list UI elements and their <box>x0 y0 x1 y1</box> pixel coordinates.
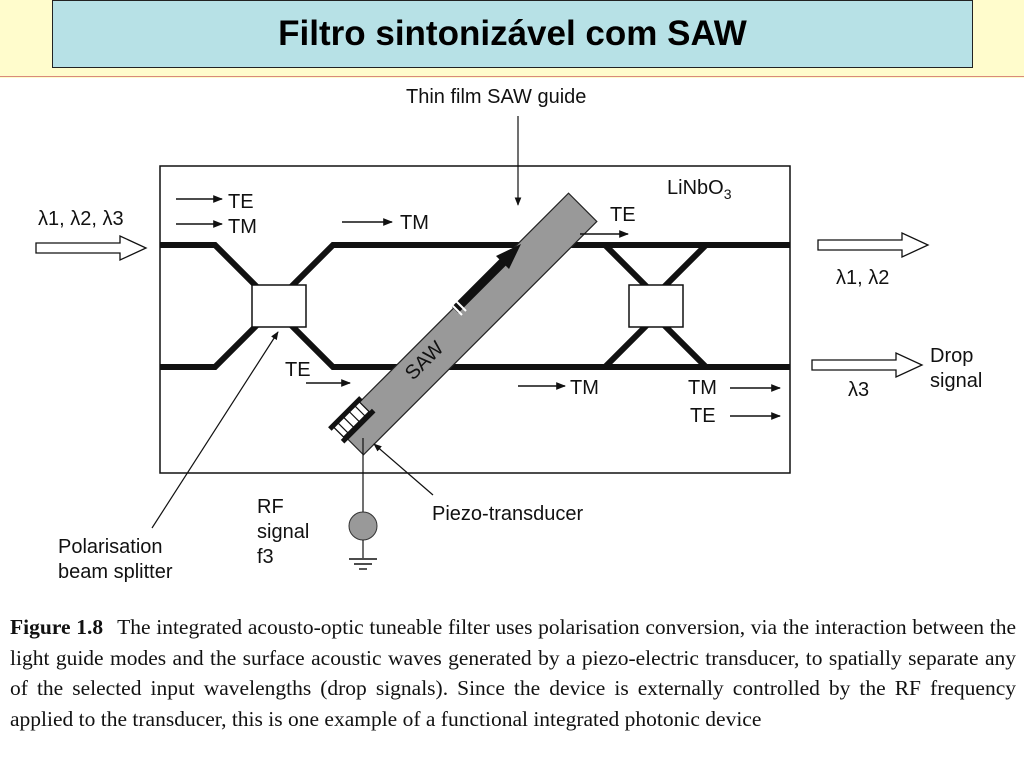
beam-splitter-left <box>251 284 307 328</box>
piezo-leader <box>373 443 434 496</box>
pbs-label-line2: beam splitter <box>58 561 173 583</box>
te-lower-right-label: TE <box>690 405 716 427</box>
piezo-label: Piezo-transducer <box>432 503 584 525</box>
substrate-box <box>159 165 791 474</box>
tm-upper-label: TM <box>400 212 429 234</box>
output-block-arrow <box>817 231 930 259</box>
caption-text: The integrated acousto-optic tuneable fi… <box>10 615 1016 731</box>
te-in-label: TE <box>228 191 254 213</box>
rf-source-icon <box>348 511 378 541</box>
waveguide-lower-out <box>660 321 709 370</box>
rf-label-line1: RF <box>257 496 284 518</box>
saw-arrow-shaft <box>451 253 512 314</box>
tm-in-label: TM <box>228 216 257 238</box>
thin-film-label: Thin film SAW guide <box>406 86 586 108</box>
caption-figure-number: Figure 1.8 <box>10 615 104 639</box>
ground-icon <box>349 558 377 570</box>
input-wavelengths-label: λ1, λ2, λ3 <box>38 208 124 230</box>
slide-title-box: Filtro sintonizável com SAW <box>52 0 973 68</box>
waveguide-upper <box>287 242 790 291</box>
waveguide-upper-cross <box>602 242 651 291</box>
rf-frequency-label: f3 <box>257 546 274 568</box>
tm-lower-mid-label: TM <box>570 377 599 399</box>
saw-guide <box>334 192 598 456</box>
saw-guide-bar <box>334 192 598 456</box>
waveguide-upper-out <box>660 242 709 291</box>
beam-splitter-right <box>628 284 684 328</box>
input-block-arrow <box>35 234 148 262</box>
rf-label-line2: signal <box>257 521 309 543</box>
drop-label-line1: Drop <box>930 345 973 367</box>
pbs-label-line1: Polarisation <box>58 536 163 558</box>
drop-wavelength-label: λ3 <box>848 379 869 401</box>
drop-block-arrow <box>811 351 924 379</box>
te-lower-left-label: TE <box>285 359 311 381</box>
output-wavelengths-label: λ1, λ2 <box>836 267 889 289</box>
drop-label-line2: signal <box>930 370 982 392</box>
piezo-transducer <box>328 396 376 444</box>
waveguide-lower-cross <box>602 321 651 370</box>
waveguide-lower <box>287 321 790 370</box>
slide-title: Filtro sintonizável com SAW <box>278 14 747 53</box>
waveguide-lower-left-in <box>160 321 261 370</box>
waveguide-upper-left-in <box>160 242 261 291</box>
figure-area: SAW <box>0 78 1024 768</box>
aotf-diagram: SAW <box>35 86 982 583</box>
tm-lower-right-label: TM <box>688 377 717 399</box>
substrate-label: LiNbO3 <box>667 177 732 202</box>
te-upper-right-label: TE <box>610 204 636 226</box>
saw-arrow-tail-mark <box>451 304 463 316</box>
saw-arrow-head <box>496 244 521 269</box>
pbs-leader <box>151 331 279 529</box>
title-separator <box>0 76 1024 77</box>
